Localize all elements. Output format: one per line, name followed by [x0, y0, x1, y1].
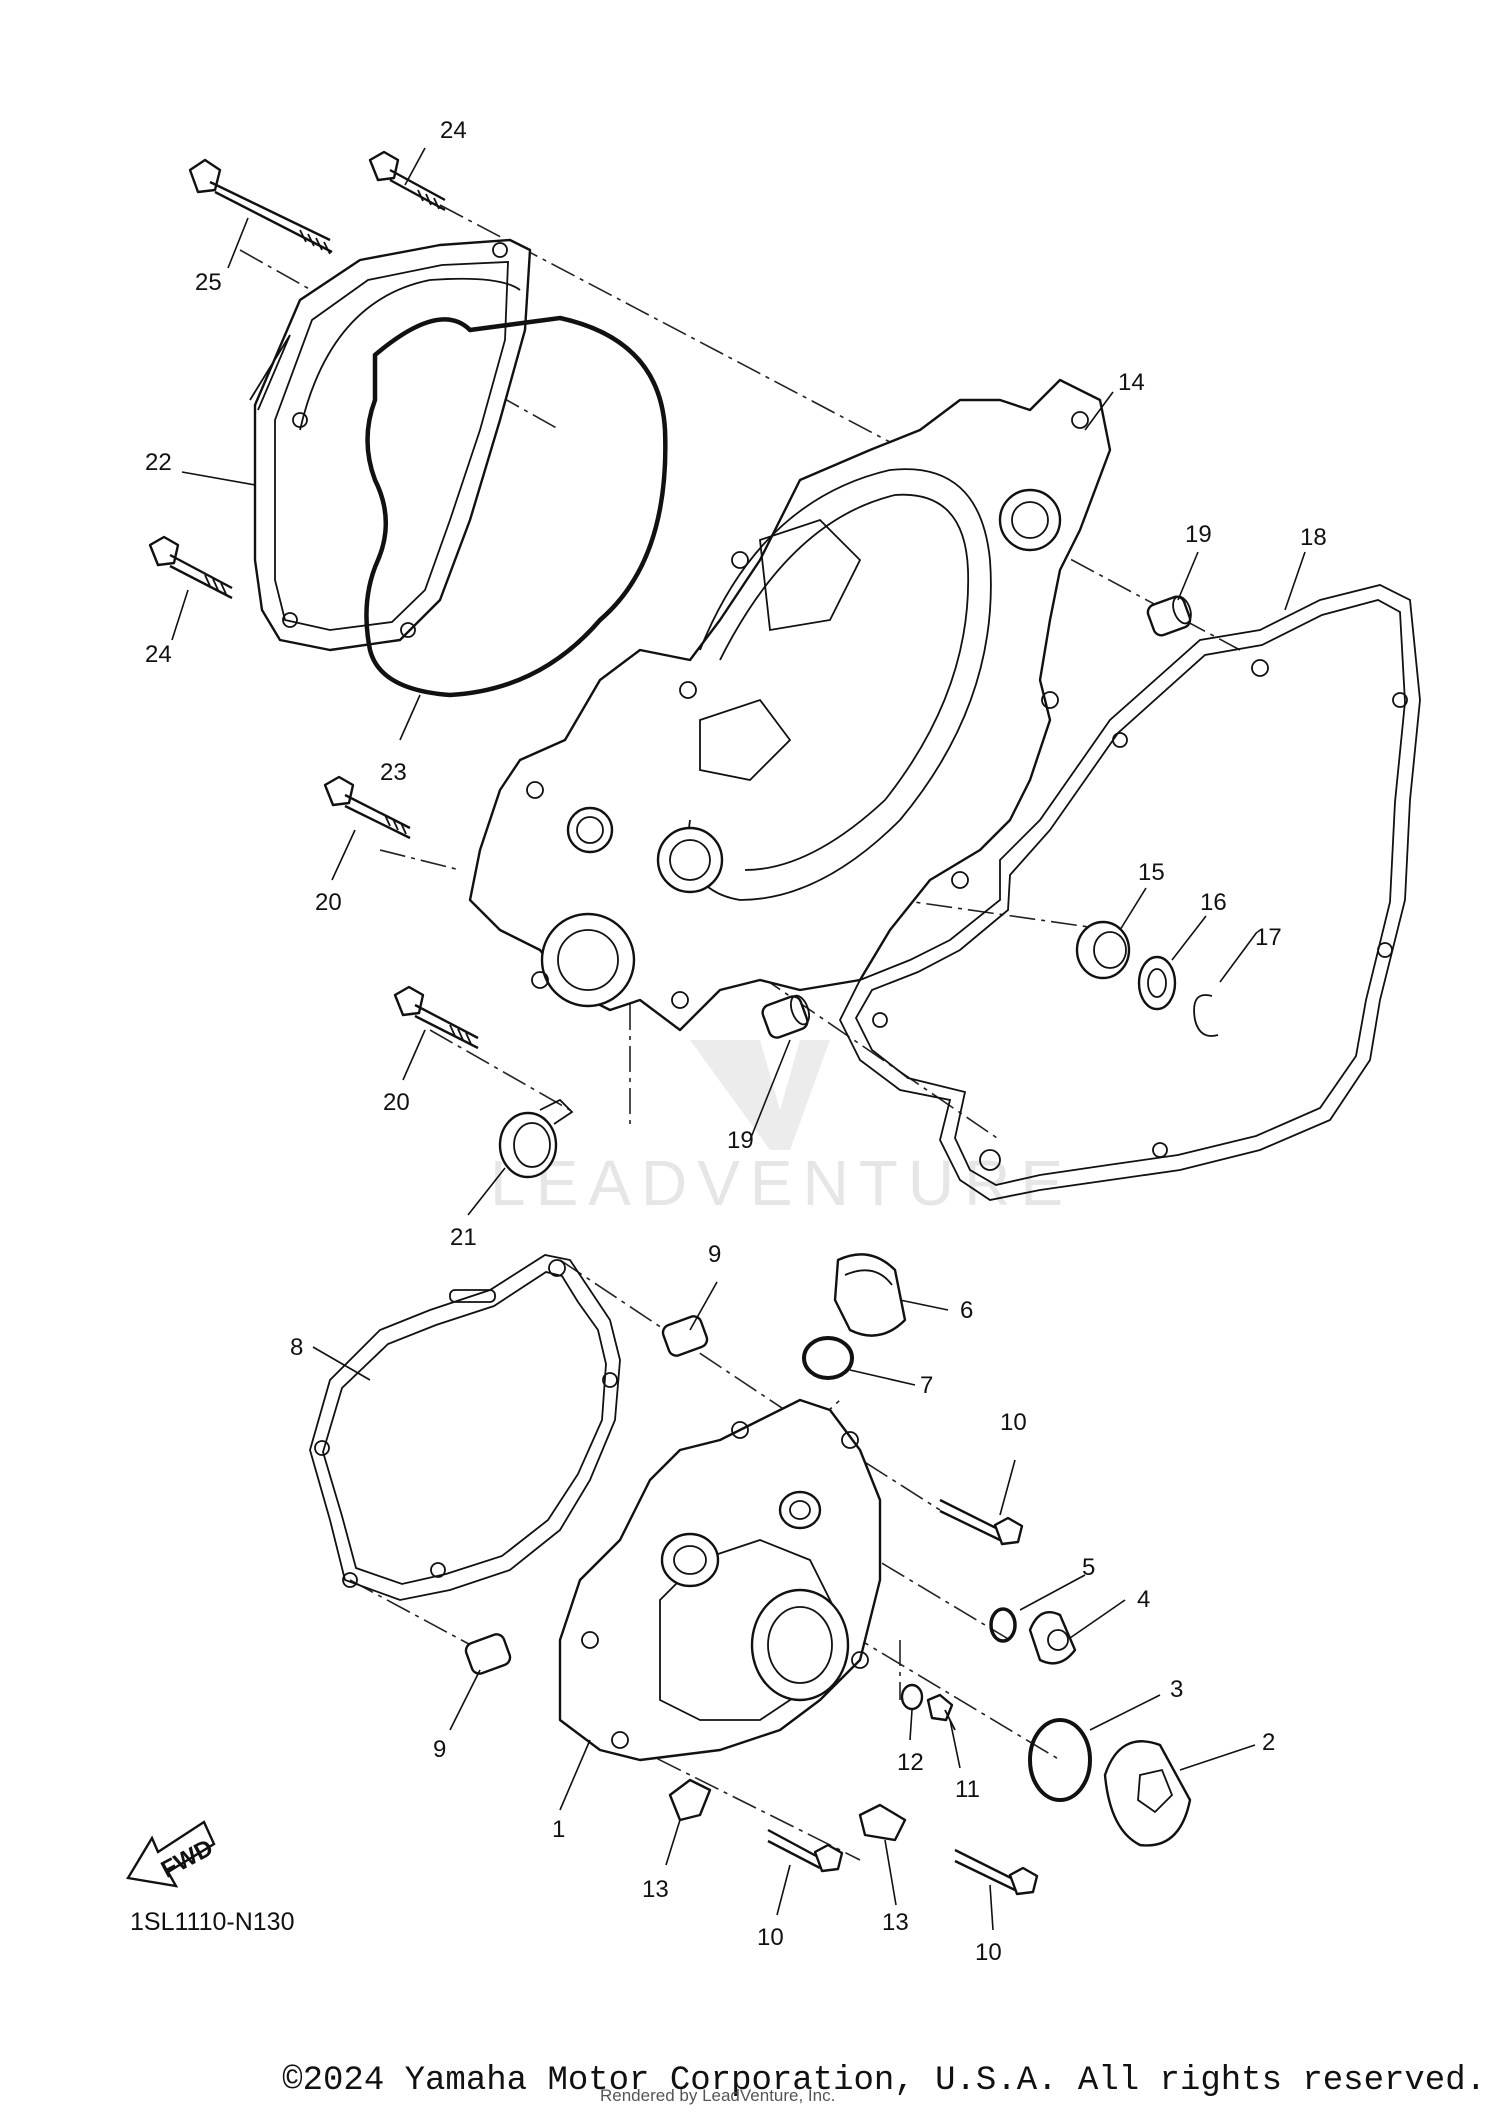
watermark-text: LEADVENTURE [490, 1147, 1073, 1219]
callout-11: 11 [955, 1776, 980, 1803]
callout-17: 17 [1255, 924, 1282, 951]
callout-19-lower: 19 [727, 1127, 754, 1154]
callout-2: 2 [1262, 1729, 1275, 1756]
rendered-by-text: Rendered by LeadVenture, Inc. [600, 2086, 836, 2105]
callout-21: 21 [450, 1224, 477, 1251]
part-20-bolt-lower [393, 985, 479, 1050]
callout-24-lower: 24 [145, 641, 172, 668]
part-10-bolt-middle [767, 1828, 844, 1873]
part-8-clutch-gasket [309, 1254, 621, 1601]
part-5-o-ring [989, 1607, 1017, 1643]
part-13-clip-left [668, 1778, 712, 1822]
part-3-o-ring [1028, 1718, 1092, 1802]
part-20-bolt-upper [323, 775, 411, 840]
part-23-cover-gasket [364, 315, 668, 698]
callout-18: 18 [1300, 524, 1327, 551]
callout-13-right: 13 [882, 1909, 909, 1936]
callout-13-left: 13 [642, 1876, 669, 1903]
callout-24-upper: 24 [440, 117, 467, 144]
callout-22: 22 [145, 449, 172, 476]
callout-25: 25 [195, 269, 222, 296]
callout-23: 23 [380, 759, 407, 786]
callout-16: 16 [1200, 889, 1227, 916]
part-6-filler-cap [833, 1253, 907, 1337]
part-19-dowel-lower [761, 994, 811, 1039]
callout-10-upper: 10 [1000, 1409, 1027, 1436]
part-16-washer [1137, 955, 1177, 1011]
part-19-dowel-upper [1146, 595, 1192, 637]
part-15-bearing [1075, 920, 1131, 980]
part-24-bolt-lower [148, 535, 233, 600]
part-22-outer-cover [249, 238, 532, 652]
fwd-arrow-icon: FWD [126, 1820, 218, 1888]
callout-10-middle: 10 [757, 1924, 784, 1951]
part-12-washer [900, 1683, 924, 1711]
callout-5: 5 [1082, 1554, 1095, 1581]
leader-lines [171, 147, 1306, 1931]
part-10-bolt-upper [939, 1498, 1024, 1546]
part-7-o-ring [802, 1336, 854, 1380]
callout-8: 8 [290, 1334, 303, 1361]
reference-code: 1SL1110-N130 [130, 1908, 294, 1936]
part-24-bolt-upper [368, 150, 446, 212]
callout-4: 4 [1137, 1586, 1150, 1613]
part-4-plug [1028, 1610, 1077, 1665]
callout-9-upper: 9 [708, 1241, 721, 1268]
copyright-text: ©2024 Yamaha Motor Corporation, U.S.A. A… [282, 2062, 1486, 2100]
callout-12: 12 [897, 1749, 924, 1776]
callout-15: 15 [1138, 859, 1165, 886]
callout-20-upper: 20 [315, 889, 342, 916]
part-18-gasket [838, 584, 1421, 1201]
callout-14: 14 [1118, 369, 1145, 396]
part-9-dowel-upper [661, 1315, 709, 1357]
part-17-circlip [1193, 994, 1219, 1037]
callout-3: 3 [1170, 1676, 1183, 1703]
callout-6: 6 [960, 1297, 973, 1324]
callout-20-lower: 20 [383, 1089, 410, 1116]
part-9-dowel-lower [464, 1633, 512, 1675]
part-13-clip-right [858, 1803, 907, 1842]
callout-10-lower: 10 [975, 1939, 1002, 1966]
callout-labels: 25 24 22 24 23 20 20 21 14 19 18 15 16 1… [145, 117, 1327, 1966]
callout-19-upper: 19 [1185, 521, 1212, 548]
watermark: LEADVENTURE [490, 1040, 1073, 1219]
part-10-bolt-lower [954, 1848, 1039, 1896]
callout-9-lower: 9 [433, 1736, 446, 1763]
callout-7: 7 [920, 1372, 933, 1399]
part-2-cover-cap [1103, 1740, 1192, 1847]
part-14-crankcase-cover [468, 378, 1112, 1032]
part-25-long-bolt [188, 158, 333, 255]
callout-1: 1 [552, 1816, 565, 1843]
part-21-hose-clamp [498, 1098, 574, 1179]
part-1-clutch-cover [558, 1398, 882, 1762]
